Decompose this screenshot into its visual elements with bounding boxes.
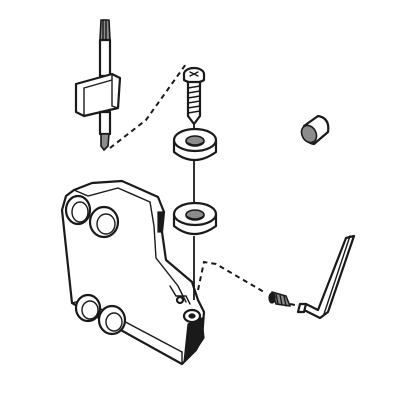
body-hole-upper-left [64,194,92,226]
clamp-screw [182,66,206,126]
lower-washer [172,201,218,236]
torx-key [74,19,122,151]
hex-key [296,234,356,320]
upper-washer [172,127,218,162]
body-screw-hole [182,308,202,324]
body-hole-lower-right [97,304,127,336]
spare-cap [300,114,330,146]
set-screw [268,291,291,307]
body-hole-upper-right [88,205,120,239]
assembly-lines [109,63,301,307]
body-hole-lower-left [74,293,102,323]
